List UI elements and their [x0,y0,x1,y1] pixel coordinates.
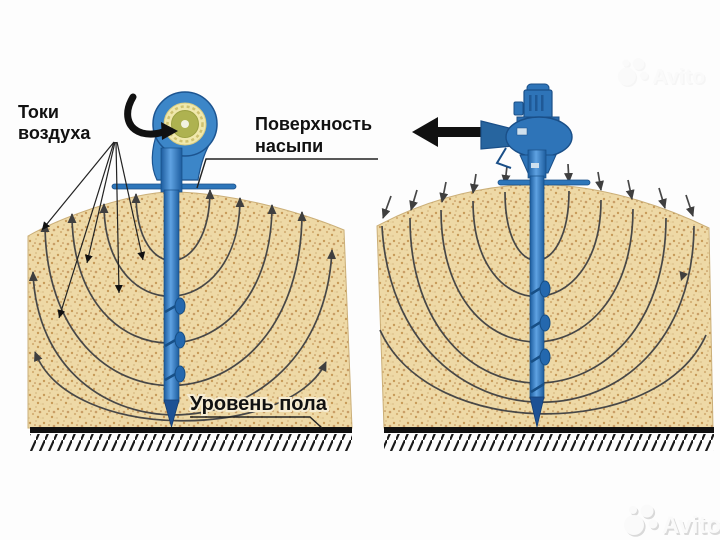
avito-bottom-text: Avito [662,512,720,539]
left-auger-spiral [164,297,186,383]
exhaust-arrow [412,117,492,147]
avito-watermark-bottom: Avito Avito [624,504,720,540]
surface-leader-line [196,158,378,189]
air-currents-text-line1: Токи [18,102,59,122]
air-intake-arrow [124,93,178,140]
right-auger-spiral [530,280,551,394]
avito-watermark-top: Avito Avito [617,58,707,90]
fan-inlet [163,102,207,146]
left-panel: Токи воздуха Поверхность насыпи Уровень … [18,91,378,451]
right-auger-device [412,83,591,428]
floor-level-leader-line [190,416,323,429]
svg-text:Avito: Avito [653,65,706,90]
mid-arc-arrowhead [679,271,689,281]
left-tube-collar [160,147,183,193]
right-auger-tip [529,396,545,428]
avito-logo-circles: Avito [624,504,720,539]
floor-left [30,427,352,451]
label-surface: Поверхность насыпи [196,114,378,189]
floor-level-text: Уровень пола [190,393,328,415]
air-currents-text-line2: воздуха [18,123,91,143]
surface-text-line1: Поверхность [255,114,372,134]
left-auger-device [111,91,237,429]
leader-lines [41,141,146,319]
left-auger-tip [163,399,180,429]
right-tube-label [531,163,539,168]
blower-volute [480,116,573,174]
surface-text-line2: насыпи [255,136,323,156]
right-panel [376,83,714,451]
label-floor-level: Уровень пола [188,391,330,429]
svg-text:Avito: Avito [664,514,720,540]
avito-top-text: Avito [652,64,705,89]
label-air-currents: Токи воздуха [18,102,146,319]
floor-right [384,427,714,451]
